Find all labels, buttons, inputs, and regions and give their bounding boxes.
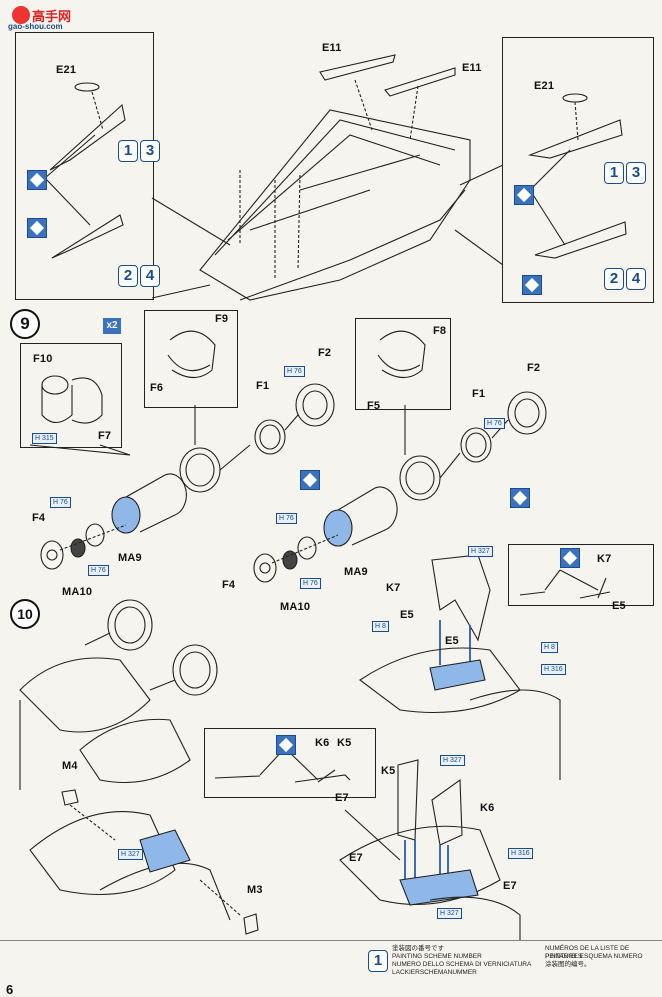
part-label: E7 — [503, 880, 517, 892]
part-label: M3 — [247, 884, 263, 896]
part-label: M4 — [62, 760, 78, 772]
logo-mark-icon — [12, 6, 30, 24]
part-label: F1 — [472, 388, 486, 400]
part-label: F5 — [367, 400, 381, 412]
color-ref: H 8 — [372, 621, 389, 632]
color-ref: H 315 — [32, 433, 57, 444]
scheme-badge-4: 4 — [626, 268, 646, 290]
legend-es: PINTAR EL ESQUEMA NUMERO — [545, 953, 643, 960]
part-label: MA9 — [118, 552, 142, 564]
color-ref: H 316 — [508, 848, 533, 859]
scheme-badge-1: 1 — [604, 162, 624, 184]
footer-divider — [0, 940, 662, 941]
inset-panel-f8-f5 — [355, 318, 451, 410]
paint-pattern-icon — [300, 470, 320, 490]
color-ref: H 76 — [284, 366, 305, 377]
part-label: E21 — [56, 64, 77, 76]
paint-pattern-icon — [510, 488, 530, 508]
legend-scheme-badge: 1 — [368, 950, 388, 972]
inset-panel-k7-e5 — [508, 544, 654, 606]
legend-cn: 涂装图的编号。 — [545, 961, 591, 968]
color-ref: H 327 — [468, 546, 493, 557]
legend-en: PAINTING SCHEME NUMBER — [392, 953, 482, 960]
logo-text: 高手网 — [32, 9, 72, 24]
logo-url: gao-shou.com — [8, 22, 63, 31]
color-ref: H 316 — [541, 664, 566, 675]
inset-panel-top-left — [15, 32, 154, 300]
scheme-badge-1: 1 — [118, 140, 138, 162]
part-label: E7 — [335, 792, 349, 804]
paint-pattern-icon — [514, 185, 534, 205]
color-ref: H 76 — [276, 513, 297, 524]
part-label: F7 — [98, 430, 112, 442]
paint-pattern-icon — [560, 548, 580, 568]
paint-pattern-icon — [27, 170, 47, 190]
step-number-9: 9 — [10, 309, 40, 339]
part-label: E5 — [612, 600, 626, 612]
color-ref: H 76 — [88, 565, 109, 576]
part-label: E11 — [462, 62, 482, 74]
part-label: K5 — [381, 765, 396, 777]
part-label: MA10 — [62, 586, 93, 598]
inset-panel-f9-f6 — [144, 310, 238, 408]
scheme-badge-3: 3 — [626, 162, 646, 184]
legend-jp: 塗装図の番号です — [392, 945, 444, 952]
part-label: F6 — [150, 382, 164, 394]
color-ref: H 76 — [50, 497, 71, 508]
inset-panel-top-right — [502, 37, 654, 303]
scheme-badge-2: 2 — [118, 265, 138, 287]
part-label: E21 — [534, 80, 555, 92]
color-ref: H 327 — [118, 849, 143, 860]
part-label: F4 — [222, 579, 236, 591]
site-logo: 高手网 gao-shou.com — [4, 6, 74, 32]
part-label: E5 — [445, 635, 459, 647]
legend-de: LACKIERSCHEMANUMMER — [392, 969, 477, 976]
part-label: F1 — [256, 380, 270, 392]
part-label: F2 — [527, 362, 541, 374]
part-label: MA10 — [280, 601, 311, 613]
scheme-badge-2: 2 — [604, 268, 624, 290]
paint-pattern-icon — [27, 218, 47, 238]
quantity-badge: x2 — [103, 318, 121, 334]
part-label: MA9 — [344, 566, 368, 578]
inset-panel-f10-f7 — [20, 343, 122, 448]
page-number: 6 — [6, 982, 14, 997]
step-number-10: 10 — [10, 599, 40, 629]
scheme-badge-4: 4 — [140, 265, 160, 287]
paint-pattern-icon — [276, 735, 296, 755]
part-label: F10 — [33, 353, 53, 365]
part-label: K6 — [480, 802, 495, 814]
inset-panel-k6-k5 — [204, 728, 376, 798]
part-label: E11 — [322, 42, 342, 54]
part-label: K7 — [597, 553, 612, 565]
color-ref: H 76 — [484, 418, 505, 429]
part-label: K6 — [315, 737, 330, 749]
part-label: E5 — [400, 609, 414, 621]
color-ref: H 327 — [440, 755, 465, 766]
part-label: F2 — [318, 347, 332, 359]
legend-it: NUMERO DELLO SCHEMA DI VERNICIATURA — [392, 961, 532, 968]
part-label: K7 — [386, 582, 401, 594]
part-label: F4 — [32, 512, 46, 524]
paint-pattern-icon — [522, 275, 542, 295]
legend-fr: NUMÉROS DE LA LISTE DE PEINTURES — [545, 945, 630, 960]
color-ref: H 327 — [437, 908, 462, 919]
part-label: F8 — [433, 325, 447, 337]
legend-footer: 1 塗装図の番号です PAINTING SCHEME NUMBER NUMERO… — [0, 940, 662, 997]
scheme-badge-3: 3 — [140, 140, 160, 162]
part-label: K5 — [337, 737, 352, 749]
part-label: E7 — [349, 852, 363, 864]
color-ref: H 8 — [541, 642, 558, 653]
color-ref: H 76 — [300, 578, 321, 589]
part-label: F9 — [215, 313, 229, 325]
